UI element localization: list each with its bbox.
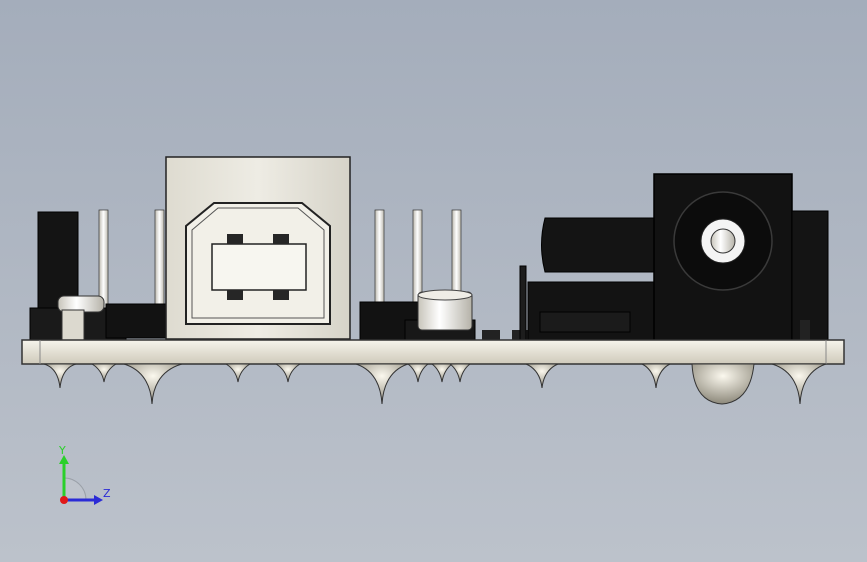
usb-contact [227, 290, 243, 300]
solder-joint [771, 363, 827, 405]
smd-part [512, 330, 542, 340]
solder-joint [274, 363, 302, 383]
solder-joint [448, 363, 472, 383]
left-header-block[interactable] [37, 211, 79, 313]
smd-header-left[interactable] [105, 303, 167, 339]
y-axis-label: Y [58, 444, 66, 457]
axis-triad: Y Z [58, 444, 111, 505]
pcb-board [21, 339, 845, 365]
usb-contact [227, 234, 243, 244]
z-axis-label: Z [103, 487, 111, 500]
solder-joint [430, 363, 454, 383]
solder-joint [525, 363, 559, 389]
dc-jack-pin [710, 228, 736, 254]
triad-sphere [63, 477, 87, 501]
solder-joint [123, 363, 183, 405]
usb-b-tongue [211, 243, 307, 291]
solder-joint [641, 363, 671, 389]
solder-joint [224, 363, 252, 383]
header-pin [154, 209, 165, 313]
usb-contact [273, 290, 289, 300]
solder-joint [406, 363, 430, 383]
switch-plunger [61, 309, 85, 341]
regulator-body[interactable] [541, 217, 656, 273]
z-axis-arrow [94, 495, 103, 505]
y-axis-arrow [59, 455, 69, 464]
header-pin [374, 209, 385, 313]
solder-joint [90, 363, 118, 383]
dc-jack-solder-lug [691, 363, 755, 405]
smd-part [482, 330, 500, 340]
regulator-lead [519, 265, 527, 341]
regulator-tab [539, 311, 631, 333]
capacitor-top [417, 289, 473, 301]
right-small-part [800, 320, 810, 340]
solder-joint [355, 363, 409, 405]
x-axis-dot [60, 496, 68, 504]
usb-b-port-inner [191, 207, 325, 319]
solder-joint [43, 363, 77, 389]
usb-contact [273, 234, 289, 244]
